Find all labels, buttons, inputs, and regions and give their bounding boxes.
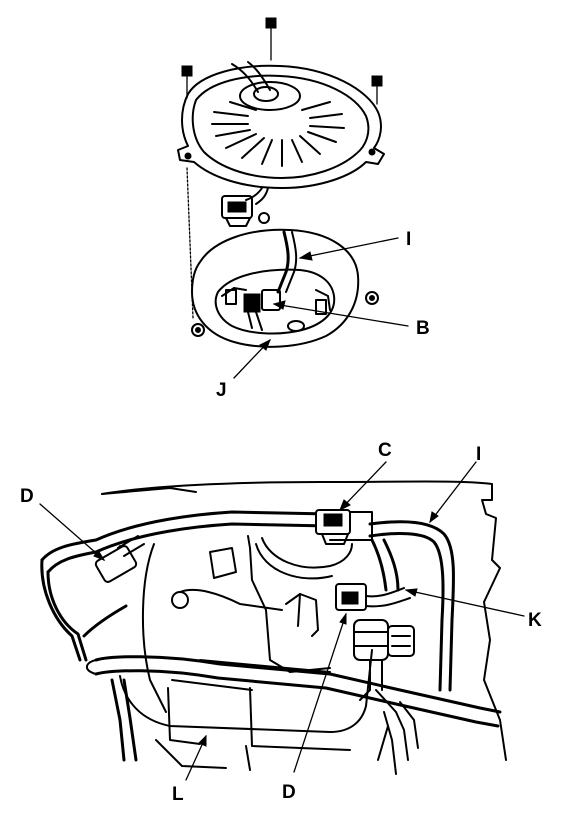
exploded-cover-assembly: I B J <box>177 17 430 401</box>
right-bracket <box>375 689 419 775</box>
leader-D-left <box>39 503 105 561</box>
tube-I-routing <box>329 511 456 692</box>
callout-J-top: J <box>216 380 227 401</box>
harness-connector-upper <box>221 187 270 227</box>
lower-pipe <box>86 655 502 762</box>
access-cover-plate <box>177 61 385 189</box>
leader-I-top <box>299 237 399 259</box>
fuel-pump-access-plate <box>191 228 379 348</box>
fuel-feed-hose <box>40 510 332 574</box>
body-panel <box>101 480 507 761</box>
callout-D-bottom: D <box>282 782 296 803</box>
callout-C: C <box>378 440 392 461</box>
leader-I-bottom <box>429 461 477 523</box>
leader-D-bottom <box>293 613 347 773</box>
filter-fitting <box>353 619 415 701</box>
cover-screw-right <box>371 75 383 105</box>
return-line-left <box>40 535 145 662</box>
cover-screw-top <box>265 17 277 61</box>
callout-D-left: D <box>20 486 34 507</box>
connector-D-lower <box>335 583 411 611</box>
callout-B-top: B <box>416 318 430 339</box>
evap-hose <box>171 537 353 637</box>
callout-I-bottom: I <box>476 444 481 465</box>
callout-I-top: I <box>406 229 411 250</box>
leader-K <box>405 589 525 617</box>
fuel-tank <box>119 535 373 771</box>
callout-L: L <box>172 784 184 805</box>
connector-K-lead <box>370 538 400 592</box>
engine-bay-view: C I D K L D <box>20 440 542 805</box>
leader-B-top <box>273 303 409 327</box>
callout-K: K <box>528 610 542 631</box>
leader-C <box>339 461 387 511</box>
connector-C <box>315 509 351 545</box>
